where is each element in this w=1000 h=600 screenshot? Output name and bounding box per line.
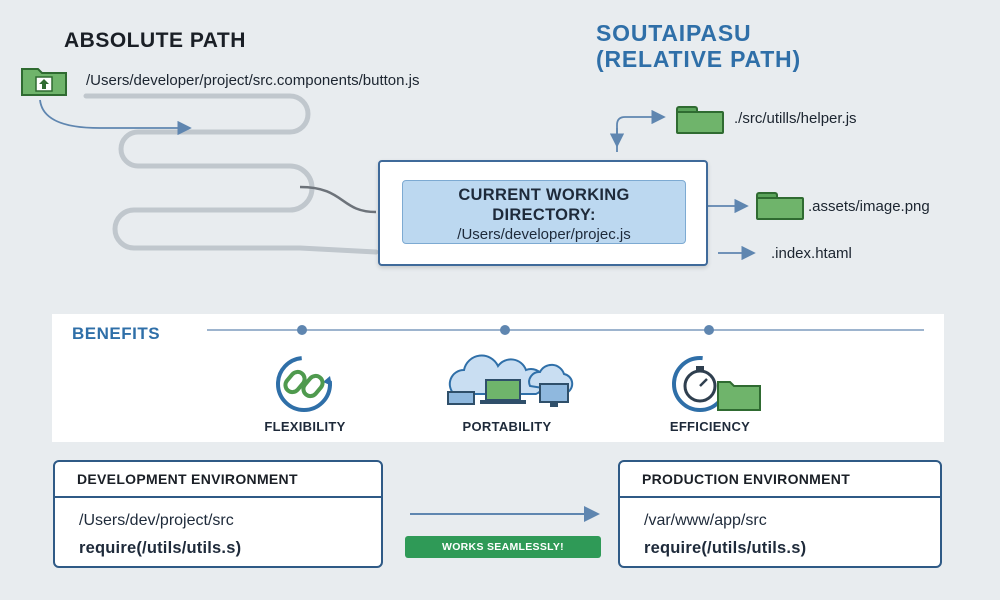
- absolute-path-text: /Users/developer/project/src.components/…: [86, 72, 420, 89]
- benefits-timeline: [207, 325, 924, 335]
- benefit-flexibility-label: FLEXIBILITY: [264, 419, 346, 434]
- folder-icon: [676, 106, 724, 134]
- absolute-path-title: ABSOLUTE PATH: [64, 29, 246, 52]
- relative-title-line2: (RELATIVE PATH): [596, 46, 801, 72]
- cwd-path: /Users/developer/projec.js: [457, 226, 631, 243]
- production-require-code: require(/utils/utils.s): [644, 539, 807, 557]
- development-environment-title: DEVELOPMENT ENVIRONMENT: [55, 462, 381, 498]
- cwd-panel: CURRENT WORKING DIRECTORY: /Users/develo…: [402, 180, 686, 244]
- benefits-title: BENEFITS: [72, 324, 161, 343]
- link-cycle-icon: [276, 356, 332, 412]
- relative-title-line1: SOUTAIPASU: [596, 20, 752, 46]
- relative-path-title: SOUTAIPASU (RELATIVE PATH): [596, 20, 801, 72]
- development-require-code: require(/utils/utils.s): [79, 539, 242, 557]
- benefit-efficiency-label: EFFICIENCY: [669, 419, 751, 434]
- cloud-devices-icon: [447, 354, 574, 407]
- relative-file-index: .index.htaml: [771, 245, 852, 262]
- development-environment-box: DEVELOPMENT ENVIRONMENT /Users/dev/proje…: [53, 460, 383, 568]
- folder-icon: [756, 192, 804, 220]
- cwd-label-line1: CURRENT WORKING: [458, 186, 630, 204]
- cwd-label-line2: DIRECTORY:: [492, 206, 596, 224]
- benefits-panel: BENEFITS FLEXIBILITY PORTABILITY EFFICIE…: [52, 314, 944, 442]
- helper-arrow: [616, 109, 666, 152]
- relative-file-helper: ./src/utills/helper.js: [734, 110, 857, 127]
- benefit-portability-label: PORTABILITY: [462, 419, 552, 434]
- development-path: /Users/dev/project/src: [79, 512, 234, 529]
- stopwatch-folder-icon: [672, 356, 761, 412]
- works-seamlessly-badge: WORKS SEAMLESSLY!: [405, 536, 601, 558]
- absolute-winding-path: [83, 93, 379, 255]
- relative-file-assets: .assets/image.png: [808, 198, 930, 215]
- production-environment-box: PRODUCTION ENVIRONMENT /var/www/app/src …: [618, 460, 942, 568]
- root-folder-icon: [20, 65, 68, 97]
- root-arrow: [39, 99, 192, 136]
- production-environment-title: PRODUCTION ENVIRONMENT: [620, 462, 940, 498]
- current-working-directory-box: CURRENT WORKING DIRECTORY: /Users/develo…: [378, 160, 708, 266]
- production-path: /var/www/app/src: [644, 512, 767, 529]
- winding-tail: [299, 185, 377, 214]
